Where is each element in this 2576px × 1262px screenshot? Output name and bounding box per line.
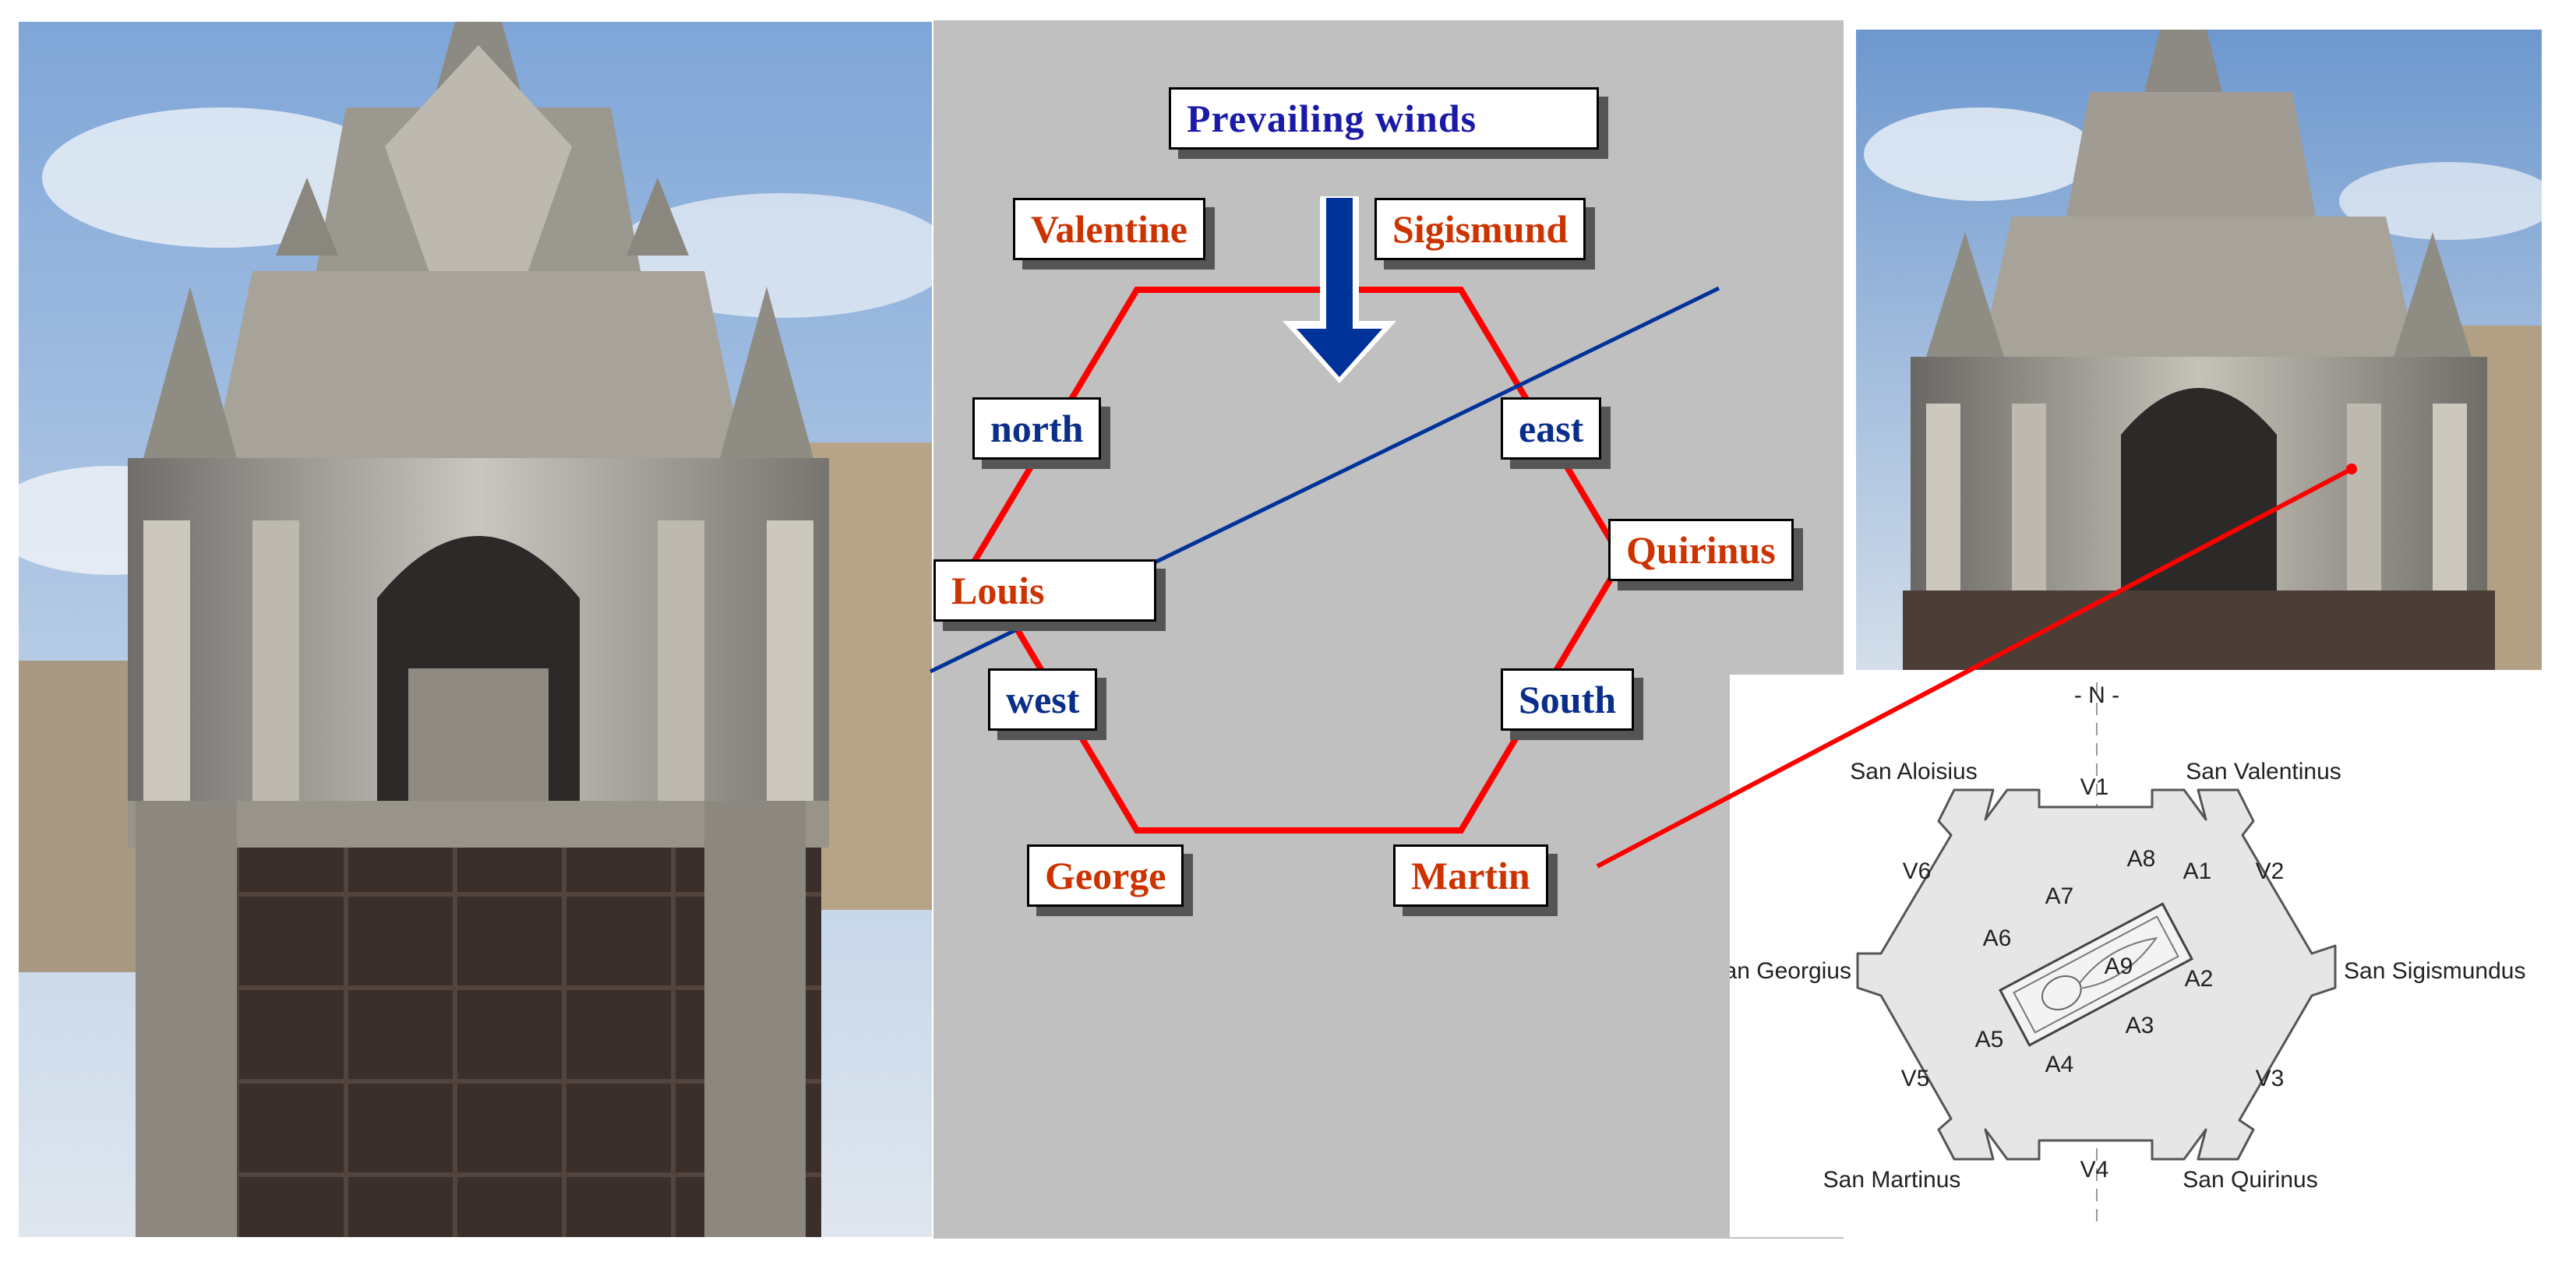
floor-plan-panel: - N - San Aloisius San Valentinus San Ge… — [1730, 675, 2548, 1237]
label-george: George — [1027, 844, 1184, 907]
label-west: west — [988, 668, 1097, 731]
tomb-photo-right — [1856, 30, 2542, 670]
tomb-photo-left — [19, 22, 932, 1237]
plan-label-san-georgius: San Georgius — [1730, 958, 1851, 984]
plan-north-label: - N - — [2074, 682, 2119, 708]
plan-area-a8: A8 — [2127, 846, 2156, 872]
plan-vertex-v2: V2 — [2256, 858, 2285, 884]
prevailing-winds-title: Prevailing winds — [1169, 87, 1599, 150]
label-north: north — [972, 397, 1101, 460]
label-martin: Martin — [1393, 844, 1548, 907]
plan-label-san-quirinus: San Quirinus — [2183, 1167, 2317, 1193]
plan-vertex-v1: V1 — [2080, 774, 2109, 800]
plan-label-san-sigismundus: San Sigismundus — [2344, 958, 2525, 984]
label-east: east — [1501, 397, 1601, 460]
plan-label-san-valentinus: San Valentinus — [2186, 759, 2341, 784]
plan-vertex-v4: V4 — [2080, 1157, 2109, 1183]
tomb-illustration-left — [19, 22, 932, 1237]
plan-vertex-v5: V5 — [1901, 1066, 1930, 1091]
plan-area-a7: A7 — [2045, 883, 2074, 909]
tomb-illustration-right — [1856, 30, 2542, 670]
label-quirinus: Quirinus — [1608, 519, 1794, 581]
plan-area-a1: A1 — [2183, 858, 2212, 884]
floor-plan-drawing: - N - San Aloisius San Valentinus San Ge… — [1730, 675, 2548, 1237]
plan-vertex-v6: V6 — [1903, 858, 1932, 884]
plan-label-san-martinus: San Martinus — [1823, 1167, 1961, 1193]
plan-vertex-v3: V3 — [2256, 1066, 2285, 1091]
label-south: South — [1501, 668, 1634, 731]
plan-area-a2: A2 — [2185, 966, 2214, 992]
plan-area-a3: A3 — [2126, 1013, 2154, 1038]
label-louis: Louis — [933, 559, 1156, 622]
plan-area-a5: A5 — [1975, 1027, 2004, 1052]
label-valentine: Valentine — [1013, 198, 1205, 260]
plan-label-san-aloisius: San Aloisius — [1850, 759, 1977, 784]
plan-area-a6: A6 — [1983, 925, 2012, 951]
plan-area-a4: A4 — [2045, 1052, 2074, 1077]
plan-area-a9: A9 — [2105, 954, 2133, 979]
label-sigismund: Sigismund — [1374, 198, 1586, 260]
